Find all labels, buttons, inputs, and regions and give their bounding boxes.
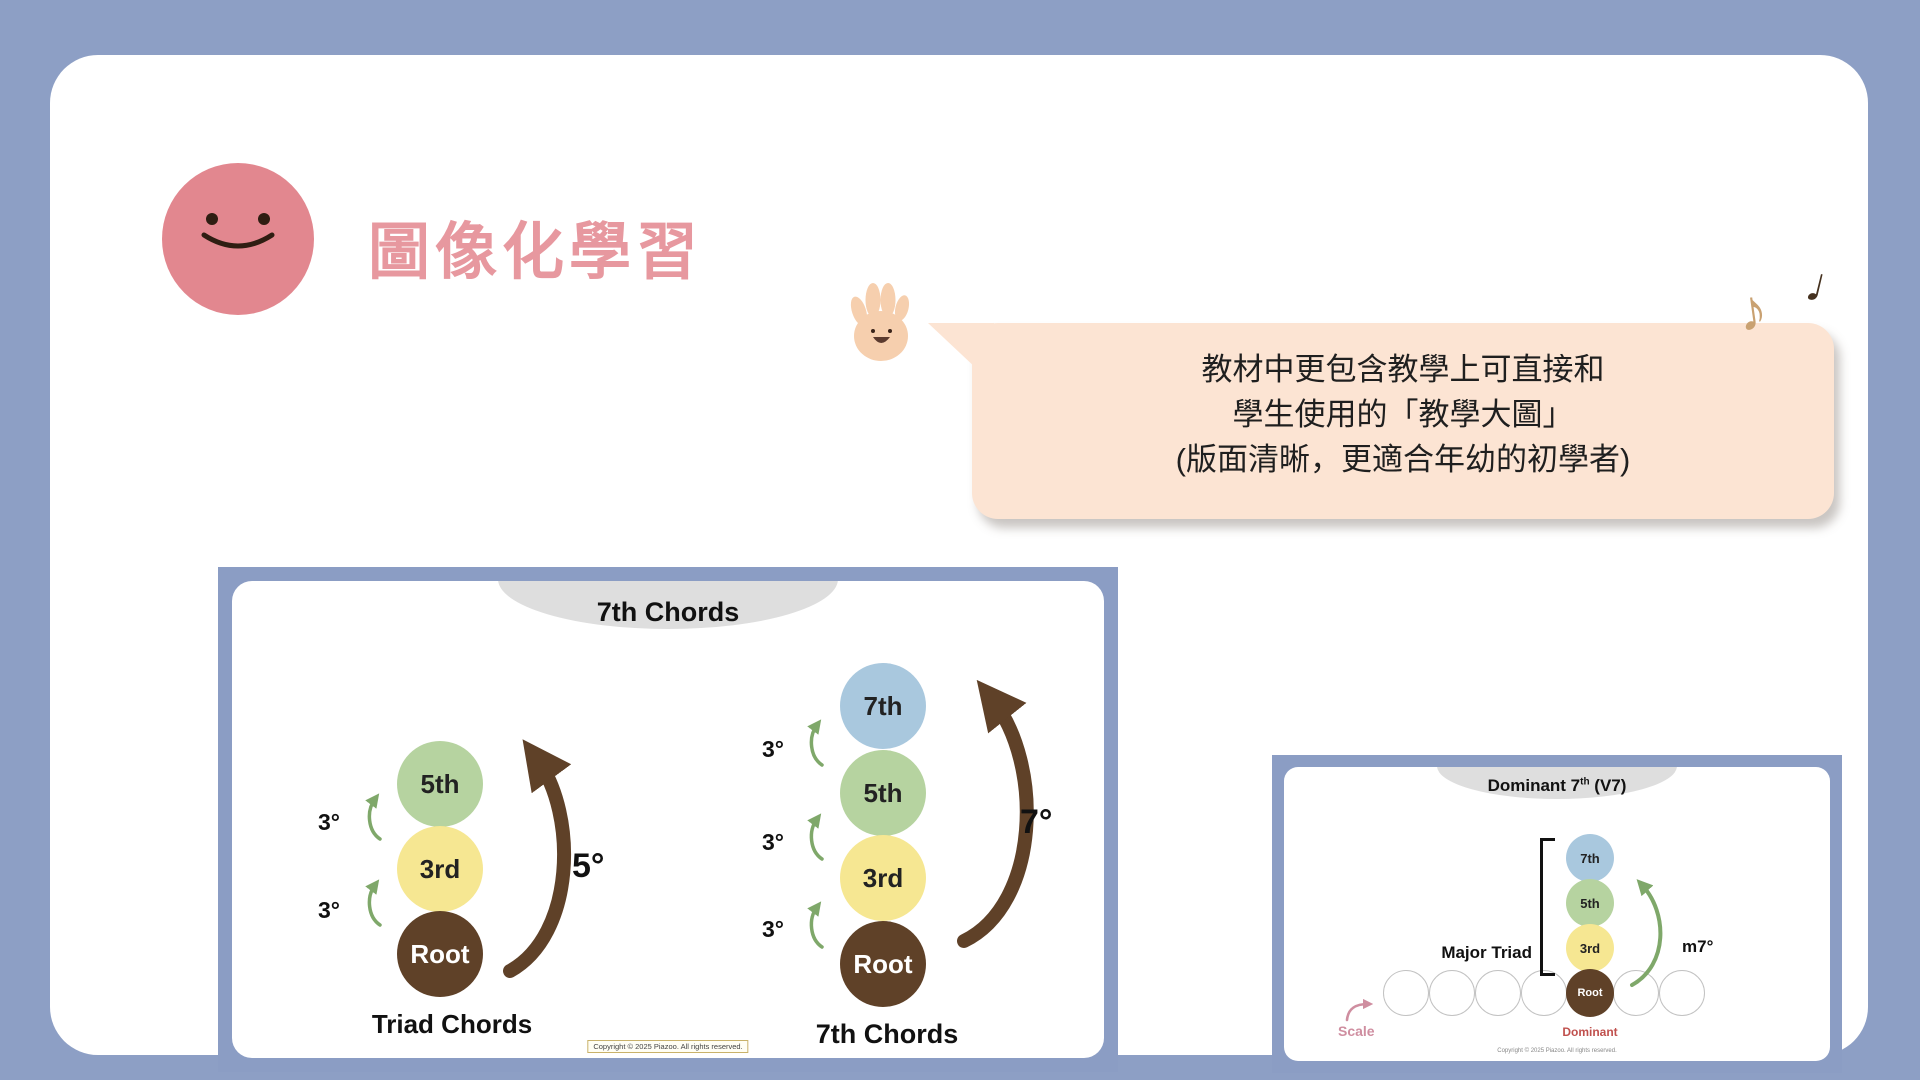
triad-note-3rd: 3rd [397,826,483,912]
note-label: 5th [1580,895,1600,911]
interval-arrow-icon [365,793,382,841]
seventh-caption: 7th Chords [815,1019,959,1049]
triad-note-5th: 5th [397,741,483,827]
bubble-line-3: (版面清晰，更適合年幼的初學者) [1175,442,1631,477]
dominant-note-5th: 5th [1566,879,1614,927]
dominant-note-3rd: 3rd [1566,924,1614,972]
hand-illustration-icon [850,283,910,361]
scale-circle [1429,970,1475,1016]
title-text: (V7) [1589,776,1627,795]
note-label: Root [853,948,913,979]
seventh-span-arrow-icon [957,679,1034,948]
dominant-note-root: Root [1566,969,1614,1017]
copyright-text: Copyright © 2025 Piazoo. All rights rese… [587,1040,749,1053]
smiley-face-features [201,213,275,249]
fifth-span-arrow-icon [503,739,572,978]
main-card: 圖像化學習 教材中更包含教學上可直接和 學生使用的「教學大圖」 (版面清晰，更適… [50,55,1868,1073]
interval-label: 3° [762,829,784,855]
dominant-label: Dominant [1562,1025,1618,1039]
seventh-note-5th: 5th [840,750,926,836]
note-label: 3rd [862,862,904,893]
bubble-line-2: 學生使用的「教學大圖」 [1232,397,1574,432]
smiley-face-icon [162,163,314,315]
span-interval-label: 5° [572,847,605,885]
chords-slide-title: 7th Chords [596,597,740,627]
note-label: 3rd [419,853,461,884]
note-label: 5th [420,768,460,799]
scale-circle [1659,970,1705,1016]
interval-arrow-icon [807,719,824,767]
note-label: 5th [863,777,903,808]
dominant-slide-frame: Dominant 7th (V7) 7th 5th 3rd Root Major… [1272,755,1842,1073]
m7-span-arrow-icon [1630,879,1663,987]
speech-bubble-text: 教材中更包含教學上可直接和 學生使用的「教學大圖」 (版面清晰，更適合年幼的初學… [972,323,1834,482]
scale-circle [1521,970,1567,1016]
chords-slide-frame: 7th Chords 5th 3rd Root 3° 3° 5° Triad C… [218,567,1118,1072]
major-triad-label: Major Triad [1441,943,1532,962]
copyright-text: Copyright © 2025 Piazoo. All rights rese… [1497,1048,1617,1054]
triad-note-root: Root [397,911,483,997]
scale-label: Scale [1338,1023,1375,1039]
dominant-slide-title: Dominant 7th (V7) [1284,776,1830,796]
scale-circle [1613,970,1659,1016]
chords-slide: 7th Chords 5th 3rd Root 3° 3° 5° Triad C… [232,581,1104,1058]
triad-caption: Triad Chords [371,1009,533,1039]
seventh-note-7th: 7th [840,663,926,749]
music-note-icon: ♩ [1799,254,1863,322]
title-superscript: th [1580,776,1590,788]
interval-label: 3° [318,809,340,835]
note-label: Root [410,938,470,969]
interval-arrow-icon [807,901,824,949]
seventh-note-root: Root [840,921,926,1007]
interval-label: 3° [318,897,340,923]
dominant-slide: Dominant 7th (V7) 7th 5th 3rd Root Major… [1284,767,1830,1061]
interval-arrow-icon [807,813,824,861]
note-label: 7th [863,690,903,721]
interval-arrow-icon [365,879,382,927]
scale-circle [1475,970,1521,1016]
dominant-note-7th: 7th [1566,834,1614,882]
page-title: 圖像化學習 [368,218,704,287]
note-label: Root [1577,987,1603,999]
scale-circle [1383,970,1429,1016]
interval-label: 3° [762,736,784,762]
m7-interval-label: m7° [1682,937,1714,956]
interval-label: 3° [762,916,784,942]
scale-arrow-icon [1345,999,1374,1022]
note-label: 7th [1580,850,1600,866]
seventh-note-3rd: 3rd [840,835,926,921]
span-interval-label: 7° [1020,803,1053,841]
speech-bubble: 教材中更包含教學上可直接和 學生使用的「教學大圖」 (版面清晰，更適合年幼的初學… [972,323,1834,519]
major-triad-bracket [1540,838,1555,976]
note-label: 3rd [1579,940,1601,956]
bubble-line-1: 教材中更包含教學上可直接和 [1201,352,1605,387]
title-text: Dominant 7 [1487,776,1581,795]
